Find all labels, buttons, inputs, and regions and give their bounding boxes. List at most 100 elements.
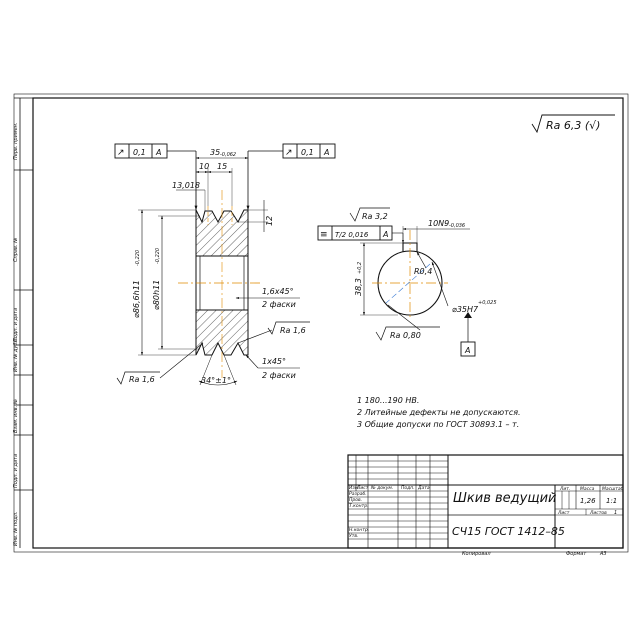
roughness-left-text: Ra 1,6	[129, 375, 155, 384]
dim-outer-dia: ⌀86,6h11 -0,220	[132, 209, 196, 356]
datum-a: A	[460, 312, 476, 357]
chamfer-bore-note: 2 фаски	[262, 300, 296, 309]
chamfer-outer-text: 1x45°	[262, 357, 286, 366]
keyway-view	[372, 230, 448, 320]
copied-label: Копировал	[462, 551, 491, 557]
row-prov: Пров.	[349, 497, 362, 503]
chamfer-bore-text: 1,6x45°	[262, 287, 294, 296]
mass-label: Масса	[580, 486, 595, 492]
dim-groove-angle: 34°±1°	[198, 354, 238, 386]
tol-right-datum: A	[323, 148, 329, 157]
part-material: СЧ15 ГОСТ 1412–85	[452, 525, 565, 538]
side-strip: Перв. примен. Справ. № Подп. и дата Инв.…	[13, 97, 33, 548]
dim-outer-dia-tol: -0,220	[135, 250, 141, 266]
general-roughness: Ra 6,3 (√)	[531, 114, 615, 134]
mass-value: 1,26	[580, 497, 596, 505]
side-label-5: Взам. инв. №	[13, 399, 19, 433]
tolerance-frame-right: ↗ 0,1 A	[246, 143, 336, 211]
dim-width-tol: -0,062	[220, 152, 236, 158]
keyway-depth-text: 38,3	[354, 278, 363, 296]
col-date: Дата	[417, 485, 430, 491]
format-value: A3	[599, 551, 607, 557]
tol-right-symbol: ↗	[285, 148, 293, 158]
dim-width-text: 35	[210, 148, 220, 157]
side-label-2: Справ. №	[13, 238, 19, 262]
sheets-value: 1	[614, 510, 617, 516]
tol-left-value: 0,1	[133, 148, 146, 157]
dim-groove-pitch: 15	[217, 162, 227, 171]
tol-keyway-value: T/2 0,016	[335, 231, 369, 239]
dim-pitch-dia-tol: -0,220	[155, 248, 161, 264]
title-block	[347, 454, 624, 549]
chamfer-outer-note: 2 фаски	[262, 371, 296, 380]
dim-groove-edge: 10	[199, 162, 209, 171]
dim-keyway-depth: 38,3 +0,2	[354, 242, 403, 316]
roughness-groove-text: Ra 1,6	[280, 326, 306, 335]
tol-left-datum: A	[155, 148, 161, 157]
keyway-width-tol: -0,036	[449, 223, 465, 229]
general-roughness-text: Ra 6,3 (√)	[546, 119, 600, 132]
outer-frame	[13, 93, 629, 553]
row-utv: Утв.	[349, 533, 358, 539]
roughness-groove: Ra 1,6	[237, 321, 310, 344]
title-block-text: Изм. Лист № докум. Подп. Дата Разраб. Пр…	[349, 485, 624, 557]
roughness-top: Ra 3,2	[349, 207, 390, 222]
groove-angle-text: 34°±1°	[201, 376, 231, 385]
tech-notes: 1 180...190 HB. 2 Литейные дефекты не до…	[357, 396, 521, 429]
lit-label: Лит.	[559, 486, 570, 492]
inner-frame	[32, 97, 624, 549]
keyway-width-text: 10N9	[428, 219, 449, 228]
datum-a-text: A	[464, 346, 470, 355]
sheets-label: Листов	[589, 510, 607, 516]
keyway-depth-tol: +0,2	[357, 262, 363, 274]
roughness-top-text: Ra 3,2	[362, 212, 388, 221]
col-list: Лист	[356, 485, 369, 491]
side-label-6: Подп. и дата	[13, 454, 19, 488]
row-tkontr: Т.контр.	[349, 503, 369, 509]
part-name: Шкив ведущий	[453, 491, 556, 506]
bore-dia-text: ⌀35H7	[452, 305, 479, 314]
dim-groove: 10 15 13,018	[172, 162, 233, 211]
callout-bore-dia: ⌀35H7 +0,025	[431, 261, 497, 314]
tolerance-frame-left: ↗ 0,1 A	[114, 143, 198, 211]
callout-chamfer-bore: 1,6x45° 2 фаски	[235, 287, 300, 309]
side-label-7: Инв. № подл.	[13, 512, 19, 547]
callout-chamfer-outer: 1x45° 2 фаски	[245, 354, 300, 380]
scale-value: 1:1	[606, 497, 617, 505]
dim-width: 35 -0,062	[195, 148, 249, 160]
row-razrab: Разраб.	[349, 491, 367, 497]
dim-keyway-width: 10N9 -0,036	[402, 219, 470, 243]
dim-outer-dia-text: ⌀86,6h11	[132, 280, 141, 318]
format-label: Формат	[566, 551, 587, 557]
side-label-1: Перв. примен.	[13, 122, 19, 160]
tol-left-symbol: ↗	[117, 148, 125, 158]
bore-dia-tol: +0,025	[478, 300, 497, 306]
dim-pitch-dia-text: ⌀80h11	[152, 280, 161, 310]
note-1: 1 180...190 HB.	[357, 396, 419, 405]
tol-right-value: 0,1	[301, 148, 314, 157]
tol-keyway-symbol: ≡	[320, 230, 328, 240]
dim-pitch-dia: ⌀80h11 -0,220	[152, 215, 200, 350]
row-nkontr: Н.контр.	[349, 527, 369, 533]
sheet-label: Лист	[557, 510, 570, 516]
roughness-bore: Ra 0,80	[375, 304, 440, 341]
note-3: 3 Общие допуски по ГОСТ 30893.1 – т.	[357, 420, 519, 429]
roughness-left: Ra 1,6	[116, 342, 204, 385]
col-izm: Изм.	[349, 485, 360, 491]
side-label-3: Подп. и дата	[13, 308, 19, 342]
col-sign: Подп.	[401, 485, 415, 491]
side-label-4: Инв. № дубл.	[13, 338, 19, 372]
dim-groove-depth: 12	[238, 200, 274, 232]
note-2: 2 Литейные дефекты не допускаются.	[357, 408, 521, 417]
keyway-radius-text: R0,4	[414, 267, 432, 276]
roughness-bore-text: Ra 0,80	[390, 331, 421, 340]
dim-groove-depth-text: 12	[265, 216, 274, 226]
callout-keyway-radius: R0,4	[414, 251, 432, 276]
dim-groove-top: 13,018	[172, 181, 200, 190]
scale-label: Масштаб	[602, 486, 624, 492]
tolerance-frame-keyway: ≡ T/2 0,016 A	[317, 225, 405, 244]
col-doc: № докум.	[370, 485, 393, 491]
tol-keyway-datum: A	[382, 230, 388, 239]
pulley-section	[178, 190, 262, 378]
